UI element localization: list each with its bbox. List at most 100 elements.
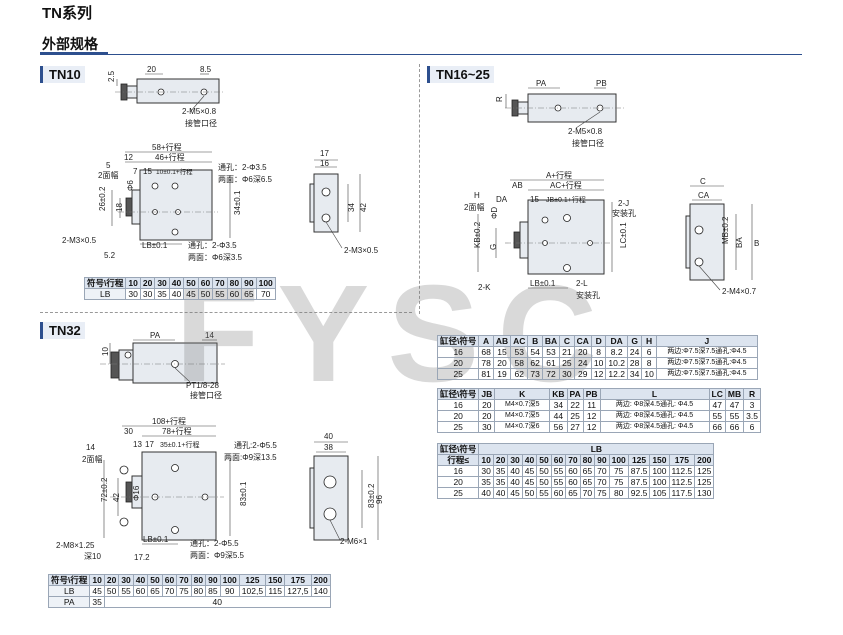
table-cell: 12: [582, 410, 601, 422]
table-header-cell: CA: [573, 335, 592, 347]
tn10-front-label: 12: [124, 153, 133, 162]
table-cell: 29: [573, 368, 592, 380]
table-cell: 16: [436, 465, 480, 477]
table-cell: 34: [626, 368, 643, 380]
table-cell: 30: [125, 288, 141, 300]
table-header-cell: LB: [478, 443, 715, 455]
tn16-top-label: R: [495, 96, 504, 102]
tn32-front-label: 通孔：2-Φ5.5: [190, 538, 239, 548]
table-cell: 60: [550, 487, 567, 499]
table-header-cell: KB: [549, 388, 568, 400]
table-header-cell: 30: [118, 574, 134, 586]
tn16-side-label: 2-M4×0.7: [722, 287, 757, 296]
table-cell: 50: [103, 585, 120, 597]
tn16-side-view: C CA MB±0.2 BA B 2-M4×0.7: [685, 177, 759, 296]
table-cell: 70: [255, 288, 276, 300]
table-cell: 20: [478, 410, 496, 422]
table-header-cell: D: [590, 335, 607, 347]
table-header-cell: PA: [566, 388, 584, 400]
table-cell: 25: [566, 410, 584, 422]
table-cell: 27: [566, 421, 584, 433]
tn32-front-label: LB±0.1: [143, 535, 169, 544]
table-cell: 45: [521, 476, 538, 488]
tn10-side-label: 2-M3×0.5: [344, 246, 379, 255]
table-header-cell: 80: [190, 574, 207, 586]
table-cell: 3.5: [743, 410, 761, 422]
tn32-top-view: PA 14 10 PT1/8-28 接管口径: [100, 331, 225, 400]
table-row: 缸径\符号 JB K KB PA PB L LC MB R: [436, 388, 761, 400]
table-row: 符号\行程 10 20 30 40 50 60 70 80 90 100 125…: [47, 574, 331, 586]
tn10-top-label: 20: [147, 65, 156, 74]
table-cell: 75: [594, 487, 610, 499]
table-cell: 两边:Φ7.5深7.5通孔:Φ4.5: [655, 368, 758, 380]
tn16-top-view: PA PB R 2-M5×0.8 接管口径: [495, 79, 625, 148]
table-cell: 115: [265, 585, 286, 597]
table-cell: 81: [478, 368, 494, 380]
table-cell: 21: [559, 346, 575, 358]
tn16-side-label: CA: [698, 191, 710, 200]
table-cell: 90: [594, 454, 610, 466]
table-cell: 60: [565, 476, 581, 488]
table-cell: 30: [507, 454, 523, 466]
table-cell: 54: [527, 346, 543, 358]
tn16-side-label: BA: [735, 237, 744, 248]
tn10-front-view: 58+行程 46+行程 12 7 15 10±0.1+行程 通孔：2-Φ3.5 …: [62, 142, 273, 262]
tn32-front-label: 17: [145, 440, 154, 449]
tn32-front-view: 108+行程 78+行程 30 13 17 35±0.1+行程 通孔:2-Φ5.…: [56, 416, 277, 562]
table-header-cell: 符号\行程: [83, 277, 127, 289]
table-cell: 两边:Φ7.5深7.5通孔:Φ4.5: [655, 357, 758, 369]
table-header-cell: 符号\行程: [47, 574, 91, 586]
table-header-cell: 50: [183, 277, 199, 289]
table-header-cell: 100: [255, 277, 276, 289]
table-cell: 25: [436, 421, 480, 433]
table-cell: 75: [608, 476, 629, 488]
table-row: 缸径\符号 A AB AC B BA C CA D DA G H J: [436, 335, 758, 347]
table-cell: 16: [436, 346, 480, 358]
tn10-front-label: 两面：Φ6深6.5: [218, 175, 273, 184]
table-cell: 45: [183, 288, 199, 300]
tn10-side-label: 42: [359, 203, 368, 212]
tn16-front-label: KB±0.2: [473, 221, 482, 248]
table-cell: 55: [724, 410, 745, 422]
table-header-cell: LC: [708, 388, 726, 400]
tn10-front-label: 两面：Φ6深3.5: [188, 253, 243, 262]
tn10-front-label: 18: [115, 203, 124, 212]
table-cell: 35: [492, 476, 509, 488]
table-cell: 47: [724, 399, 745, 411]
table-cell: 两边: Φ8深4.5通孔: Φ4.5: [599, 421, 710, 433]
tn32-lb-table: 符号\行程 10 20 30 40 50 60 70 80 90 100 125…: [47, 574, 331, 608]
table-row: 行程≤ 10 20 30 40 50 60 70 80 90 100 125 1…: [436, 454, 715, 466]
table-cell: 53: [541, 346, 561, 358]
title-accent-bar: [40, 52, 108, 55]
table-cell: 28: [626, 357, 643, 369]
tn16-top-label: 2-M5×0.8: [568, 127, 603, 136]
table-header-cell: 60: [161, 574, 178, 586]
tn10-top-label: 2-M5×0.8: [182, 107, 217, 116]
tn16-side-label: B: [754, 239, 759, 248]
table-cell: 55: [550, 476, 567, 488]
tn10-front-label: LB±0.1: [142, 241, 168, 250]
table-cell: 75: [176, 585, 192, 597]
table-cell: 66: [708, 421, 726, 433]
table-cell: 70: [594, 476, 610, 488]
table-cell: 55: [708, 410, 726, 422]
tn32-side-label: 96: [375, 495, 384, 504]
table-cell: 125: [694, 476, 715, 488]
tn10-front-label: 7: [133, 167, 138, 176]
tn32-top-label: PA: [150, 331, 161, 340]
table-header-cell: G: [626, 335, 643, 347]
table-cell: 55: [118, 585, 134, 597]
tn10-front-label: 2面幅: [98, 170, 118, 180]
table-row: 16 30 35 40 45 50 55 60 65 70 75 87.5 10…: [436, 465, 715, 477]
table-row: PA 35 40: [47, 596, 331, 608]
table-cell: 25: [436, 487, 480, 499]
table-header-cell: 10: [125, 277, 141, 289]
table-cell: 25: [559, 357, 575, 369]
table-cell: 行程≤: [436, 454, 480, 466]
table-row: 缸径\符号 LB: [436, 443, 715, 455]
tn16-front-label: ΦD: [490, 207, 499, 219]
table-cell: 56: [549, 421, 568, 433]
table-cell: 45: [89, 585, 105, 597]
table-cell: 65: [579, 476, 596, 488]
table-cell: 75: [608, 465, 629, 477]
